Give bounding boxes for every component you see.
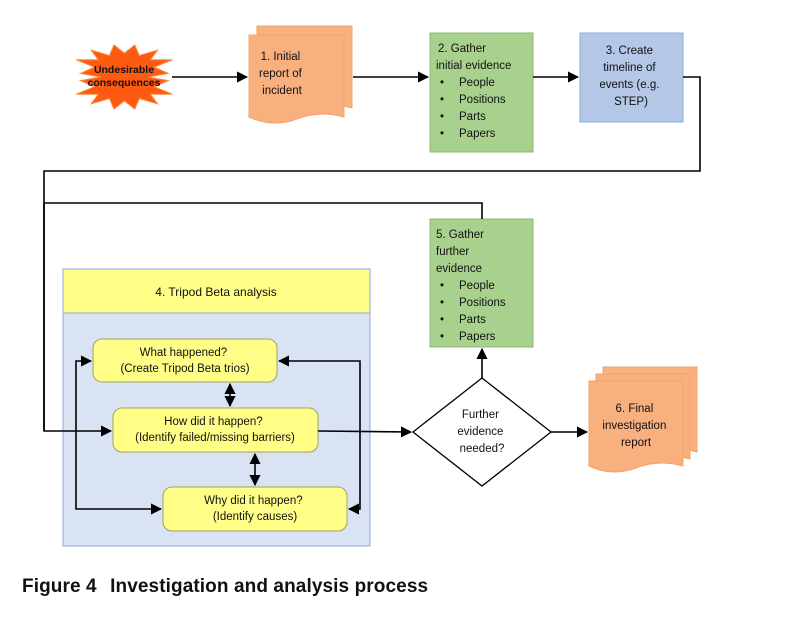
tripod-title-bar (62, 268, 371, 314)
why-happened-box (162, 486, 348, 532)
step5-bullet: • (440, 331, 444, 343)
what-happened-box (92, 338, 278, 383)
connector-inner-right (277, 355, 361, 515)
svg-text:5. Gather further evid: 5. Gather further evidence (436, 229, 487, 275)
step5-item-positions: Positions (459, 297, 506, 309)
svg-text:Further evidence neede: Further evidence needed? (457, 409, 506, 455)
how-line1: How did it happen? (164, 416, 262, 428)
decision-line2: evidence (457, 426, 503, 438)
step2-line2: initial evidence (436, 60, 511, 72)
svg-text:2. Gather initial evidence: 2. Gather initial evidence (436, 43, 511, 72)
decision-line3: needed? (460, 443, 505, 455)
arrow-how-to-decision (317, 426, 413, 438)
step5-box (429, 218, 534, 348)
step2-item-papers: Papers (459, 128, 496, 140)
how-happened-box (112, 407, 319, 453)
step5-bullet: • (440, 297, 444, 309)
tripod-title: 4. Tripod Beta analysis (155, 285, 276, 299)
svg-text:3. Create timeline of: 3. Create timeline of events (e.g. STEP) (599, 45, 662, 108)
why-line2: (Identify causes) (213, 511, 298, 523)
step1-box (248, 25, 353, 124)
step5-bullet: • (440, 280, 444, 292)
step6-line2: investigation (602, 420, 666, 432)
step5-line1: 5. Gather (436, 229, 484, 241)
step3-line3: events (e.g. (599, 79, 659, 91)
figure-caption: Figure 4 Investigation and analysis proc… (22, 576, 428, 598)
step6-box (588, 366, 698, 473)
step1-line2: report of (259, 68, 303, 80)
step6-line3: report (621, 437, 652, 449)
step2-bullet: • (440, 77, 444, 89)
undesirable-consequences-burst (76, 44, 173, 110)
what-line2: (Create Tripod Beta trios) (120, 363, 249, 375)
decision-line1: Further (462, 409, 499, 421)
why-line1: Why did it happen? (204, 495, 302, 507)
how-line2: (Identify failed/missing barriers) (135, 432, 295, 444)
step3-line4: STEP) (614, 96, 648, 108)
step3-line2: timeline of (603, 62, 656, 74)
step2-item-parts: Parts (459, 111, 486, 123)
step6-line1: 6. Final (616, 403, 654, 415)
step1-line1: 1. Initial (261, 51, 301, 63)
step2-item-positions: Positions (459, 94, 506, 106)
step2-bullet: • (440, 111, 444, 123)
step5-item-parts: Parts (459, 314, 486, 326)
step3-line1: 3. Create (606, 45, 653, 57)
svg-text:1. Initial report of i: 1. Initial report of incident (259, 51, 305, 97)
step2-line1: 2. Gather (438, 43, 486, 55)
step1-line3: incident (262, 85, 302, 97)
step5-line3: evidence (436, 263, 482, 275)
step2-bullet: • (440, 128, 444, 140)
svg-text:How did it happen? (Identi: How did it happen? (Identify failed/miss… (135, 416, 295, 444)
step2-bullet: • (440, 94, 444, 106)
start-label-line2: consequences (88, 77, 161, 89)
step5-bullet: • (440, 314, 444, 326)
step5-item-papers: Papers (459, 331, 496, 343)
step3-box (579, 32, 684, 123)
step2-item-people: People (459, 77, 495, 89)
figure-number: Figure 4 (22, 576, 97, 597)
start-label-line1: Undesirable (94, 64, 154, 76)
connector-step5-loop (43, 202, 483, 431)
connector-step3-to-step4 (43, 76, 701, 437)
svg-text:6. Final investigation: 6. Final investigation report (602, 403, 669, 449)
what-line1: What happened? (140, 347, 228, 359)
step5-item-people: People (459, 280, 495, 292)
connector-inner-left (75, 355, 163, 515)
step2-box (429, 32, 534, 153)
decision-diamond (411, 377, 553, 487)
step5-line2: further (436, 246, 469, 258)
figure-caption-text: Investigation and analysis process (110, 576, 429, 597)
